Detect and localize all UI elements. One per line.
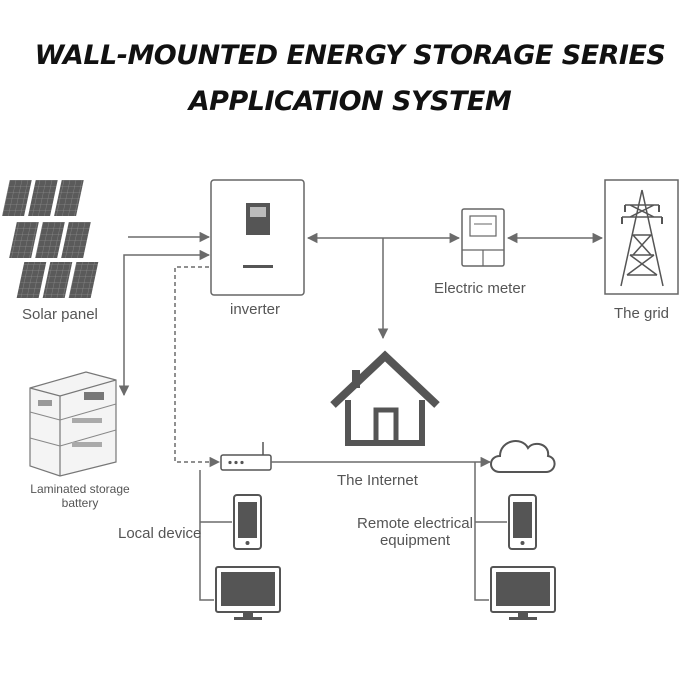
inverter-icon (210, 179, 305, 296)
title-line-2: APPLICATION SYSTEM (188, 86, 512, 117)
local-device-label: Local device (118, 525, 202, 542)
inverter-label: inverter (230, 301, 281, 318)
phone-icon (233, 494, 262, 550)
title-line-1: WALL-MOUNTED ENERGY STORAGE SERIES (34, 40, 666, 71)
the-grid-label: The grid (614, 305, 670, 322)
solar-panel-label: Solar panel (22, 306, 98, 323)
monitor-icon (490, 566, 556, 620)
remote-label-line-1: Remote electrical (357, 515, 473, 532)
remote-equipment-label: Remote electrical equipment (350, 515, 480, 549)
monitor-icon (215, 566, 281, 620)
connection-lines (118, 231, 604, 601)
solar-panel-icon (2, 180, 99, 298)
battery-stack-icon (29, 371, 117, 477)
battery-label-line-1: Laminated storage (30, 482, 130, 496)
remote-label-line-2: equipment (379, 532, 451, 549)
electric-meter-icon (461, 208, 505, 267)
router-icon (220, 442, 272, 471)
cloud-icon (490, 440, 556, 473)
transmission-tower-icon (604, 179, 679, 295)
battery-label: Laminated storage battery (10, 482, 150, 510)
internet-label: The Internet (337, 472, 418, 489)
phone-icon (508, 494, 537, 550)
electric-meter-label: Electric meter (434, 280, 526, 297)
battery-label-line-2: battery (61, 496, 99, 510)
house-icon (330, 350, 440, 446)
